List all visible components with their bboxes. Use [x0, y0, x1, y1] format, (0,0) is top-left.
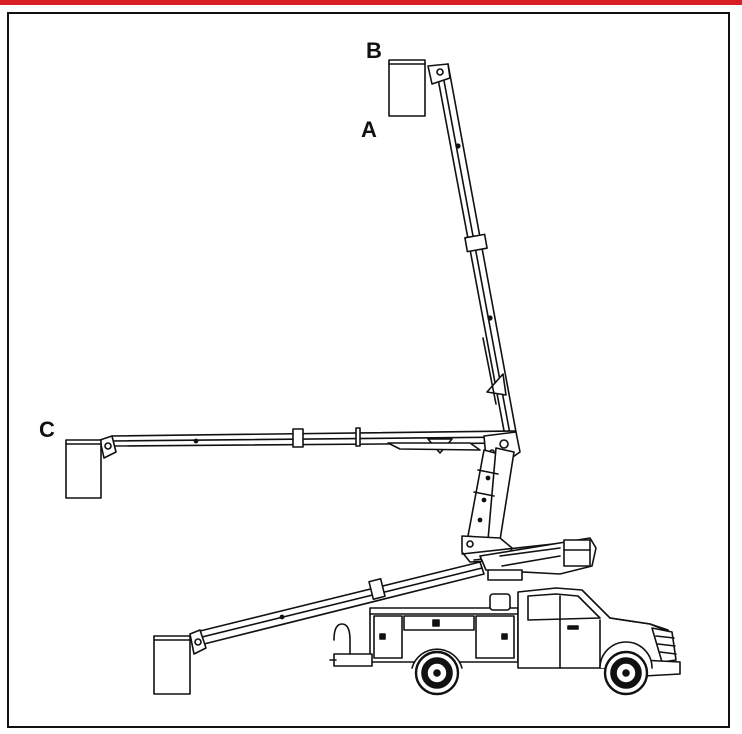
- position-label-c: C: [39, 417, 55, 442]
- top-accent-bar: [0, 0, 742, 5]
- bucket-position-b: [388, 59, 426, 117]
- rear-wheel: [414, 650, 460, 696]
- upper-boom-horizontal: [99, 427, 516, 459]
- front-wheel: [603, 650, 649, 696]
- upper-boom-vertical: [427, 63, 517, 437]
- upper-boom-lowered: [189, 561, 485, 655]
- figure-frame: [7, 12, 730, 728]
- turret: [461, 535, 597, 581]
- utility-truck: [329, 587, 681, 677]
- bucket-position-lowered: [153, 635, 191, 695]
- lower-boom: [467, 447, 515, 541]
- position-label-b: B: [366, 38, 382, 63]
- bucket-position-c: [65, 439, 102, 499]
- position-label-a: A: [361, 117, 377, 142]
